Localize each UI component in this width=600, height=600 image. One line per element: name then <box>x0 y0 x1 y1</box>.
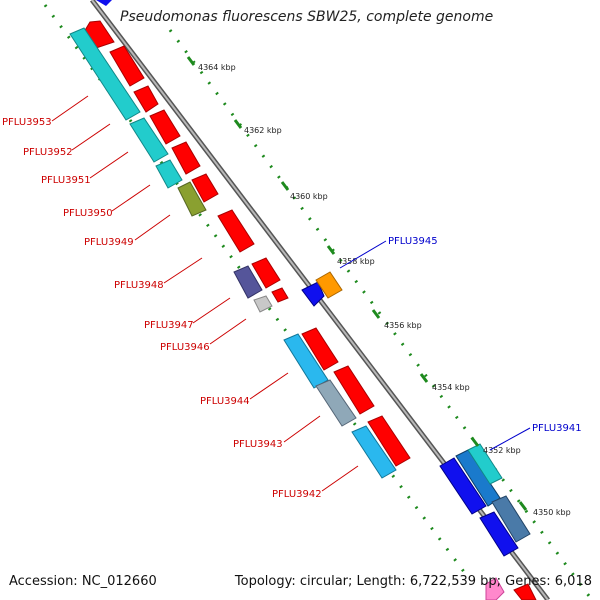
scale-tick <box>233 119 243 129</box>
leader-line <box>163 257 203 284</box>
cds-feature[interactable] <box>171 141 201 175</box>
scale-label: 4358 kbp <box>337 257 375 266</box>
map-title: Pseudomonas fluorescens SBW25, complete … <box>120 9 494 25</box>
gene-label-pflu3944[interactable]: PFLU3944 <box>200 396 250 407</box>
gene-label-pflu3952[interactable]: PFLU3952 <box>23 147 73 158</box>
leader-line <box>489 427 531 451</box>
colored-cds-features <box>69 27 397 479</box>
cds-feature[interactable] <box>109 45 145 87</box>
leader-line <box>51 95 89 122</box>
scale-label: 4356 kbp <box>384 321 422 330</box>
gene-labels: PFLU3953 PFLU3952 PFLU3951 PFLU3950 PFLU… <box>2 117 582 500</box>
gene-label-pflu3953[interactable]: PFLU3953 <box>2 117 52 128</box>
cds-feature[interactable] <box>283 333 329 389</box>
cds-feature[interactable] <box>301 327 339 371</box>
label-leader-lines <box>51 95 531 492</box>
cds-feature[interactable] <box>69 27 141 121</box>
gene-label-pflu3942[interactable]: PFLU3942 <box>272 489 322 500</box>
leader-line <box>209 318 247 345</box>
gene-label-pflu3946[interactable]: PFLU3946 <box>160 342 210 353</box>
gene-label-pflu3949[interactable]: PFLU3949 <box>84 237 134 248</box>
cds-feature[interactable] <box>191 173 219 203</box>
leader-line <box>321 465 359 492</box>
leader-line <box>339 240 387 269</box>
cds-feature[interactable] <box>129 117 169 163</box>
cds-feature[interactable] <box>315 379 357 427</box>
scale-label: 4350 kbp <box>533 508 571 517</box>
leader-line <box>71 123 111 151</box>
gene-label-pflu3951[interactable]: PFLU3951 <box>41 175 91 186</box>
gene-label-pflu3947[interactable]: PFLU3947 <box>144 320 194 331</box>
gene-label-pflu3950[interactable]: PFLU3950 <box>63 208 113 219</box>
scale-label: 4360 kbp <box>290 192 328 201</box>
gene-label-pflu3943[interactable]: PFLU3943 <box>233 439 283 450</box>
cds-feature[interactable] <box>485 577 505 600</box>
cds-feature[interactable] <box>271 287 289 303</box>
leader-line <box>111 184 151 212</box>
cds-feature[interactable] <box>455 449 501 507</box>
scale-tick <box>326 245 336 255</box>
scale-ticks: 4364 kbp 4362 kbp 4360 kbp 4358 kbp 4356… <box>186 56 571 517</box>
cds-feature[interactable] <box>133 85 159 113</box>
cds-feature[interactable] <box>233 265 263 299</box>
cds-feature[interactable] <box>513 583 537 600</box>
cds-feature[interactable] <box>149 109 181 145</box>
cds-feature[interactable] <box>491 495 531 543</box>
cds-feature[interactable] <box>367 415 411 467</box>
scale-label: 4364 kbp <box>198 63 236 72</box>
leader-line <box>89 151 129 179</box>
scale-tick <box>186 56 196 66</box>
cds-feature[interactable] <box>155 159 183 189</box>
cds-feature[interactable] <box>177 181 207 217</box>
cds-feature[interactable] <box>301 281 325 307</box>
reverse-cds-features <box>301 271 531 600</box>
leader-line <box>192 297 231 324</box>
forward-cds-features <box>83 20 537 600</box>
scale-tick <box>371 309 381 319</box>
scale-tick <box>470 437 480 447</box>
cds-feature[interactable] <box>439 457 487 515</box>
scale-label: 4352 kbp <box>483 446 521 455</box>
cds-feature[interactable] <box>479 511 519 557</box>
gene-block-top[interactable] <box>96 0 112 6</box>
leader-line <box>249 372 289 400</box>
cds-feature[interactable] <box>253 295 273 313</box>
cds-feature[interactable] <box>333 365 375 415</box>
leader-line <box>283 415 321 443</box>
gene-label-pflu3945[interactable]: PFLU3945 <box>388 236 438 247</box>
accession-info: Accession: NC_012660 <box>9 574 157 589</box>
outer-dotted-track <box>168 29 594 600</box>
cds-feature[interactable] <box>315 271 343 299</box>
scale-label: 4354 kbp <box>432 383 470 392</box>
cds-feature[interactable] <box>251 257 281 289</box>
scale-tick <box>419 373 429 383</box>
genome-summary: Topology: circular; Length: 6,722,539 bp… <box>234 574 592 589</box>
gene-label-pflu3948[interactable]: PFLU3948 <box>114 280 164 291</box>
scale-label: 4362 kbp <box>244 126 282 135</box>
scale-tick <box>280 181 290 191</box>
gene-label-pflu3941[interactable]: PFLU3941 <box>532 423 582 434</box>
cds-feature[interactable] <box>467 443 503 485</box>
cds-feature[interactable] <box>351 425 397 479</box>
scale-tick <box>518 501 528 511</box>
leader-line <box>134 214 171 241</box>
cds-feature[interactable] <box>217 209 255 253</box>
